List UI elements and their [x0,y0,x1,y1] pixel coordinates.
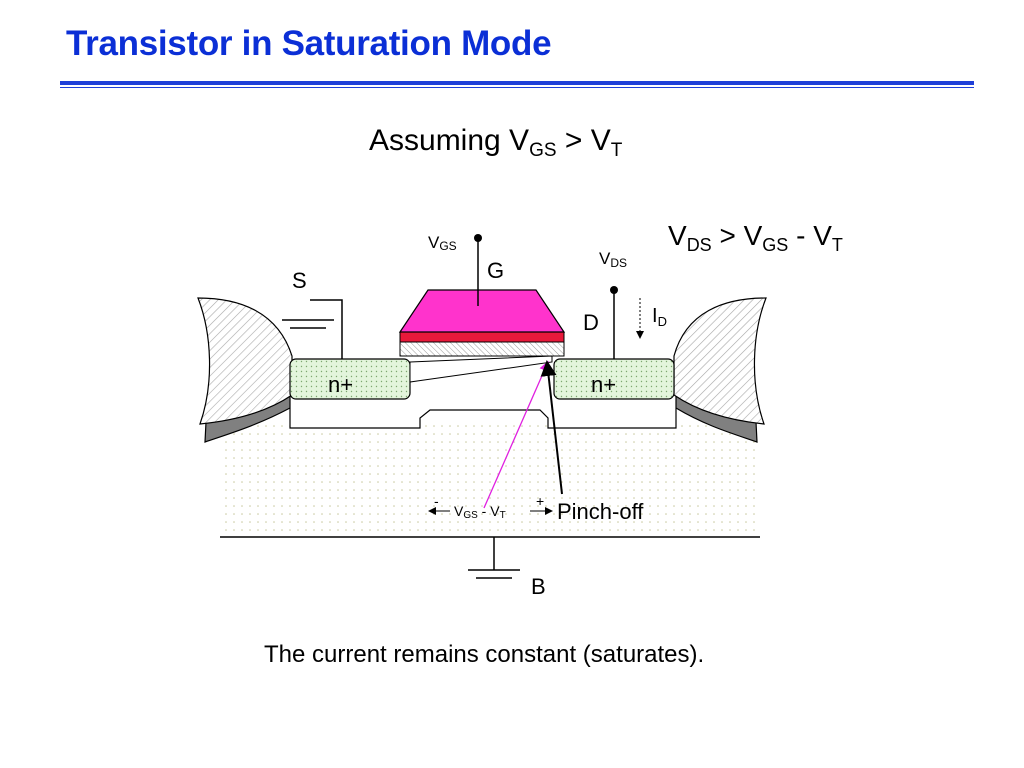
n-plus-drain-label: n+ [591,372,616,397]
overdrive-minus: - [434,493,439,509]
cond-v1: V [668,220,687,251]
title-rule-thin [60,87,974,88]
slide-title: Transistor in Saturation Mode [66,24,552,63]
drain-label: D [583,310,599,335]
gate-oxide-interface [399,331,565,343]
bulk-label: B [531,574,546,599]
vgs-label: VGS [428,233,457,253]
vds-label: VDS [599,249,627,270]
gate-oxide [399,341,565,357]
source-label: S [292,268,307,293]
cond-op: > V [711,220,763,251]
field-oxide-left [197,297,293,443]
cond-sub-gs: GS [762,235,789,255]
cond-minus: - V [788,220,832,251]
inversion-channel [409,355,553,383]
cond-sub-t: T [831,235,843,255]
assumption-sub-t: T [610,140,623,161]
gate-terminal-dot [474,234,482,242]
assumption-prefix: Assuming V [369,124,530,157]
cond-sub-ds: DS [686,235,712,255]
saturation-condition: VDS > VGS - VT [668,220,843,256]
assumption-text: Assuming VGS > VT [369,124,622,162]
n-plus-source-label: n+ [328,372,353,397]
pinch-off-arrow [540,360,563,495]
assumption-sub-gs: GS [529,140,557,161]
gate-label: G [487,258,504,283]
caption: The current remains constant (saturates)… [264,641,705,668]
pinch-off-label: Pinch-off [557,499,644,524]
overdrive-plus: + [536,493,544,509]
depletion-region [289,408,677,429]
p-substrate [220,424,760,536]
drain-terminal-dot [610,286,618,294]
field-oxide-right [673,297,767,443]
overdrive-label: VGS - VT [454,503,506,521]
gate-poly [398,289,566,333]
id-label: ID [652,305,667,329]
title-rule [60,81,974,85]
assumption-middle: > V [556,124,611,157]
source-wire [310,299,343,359]
overdrive-arrow [483,360,550,509]
